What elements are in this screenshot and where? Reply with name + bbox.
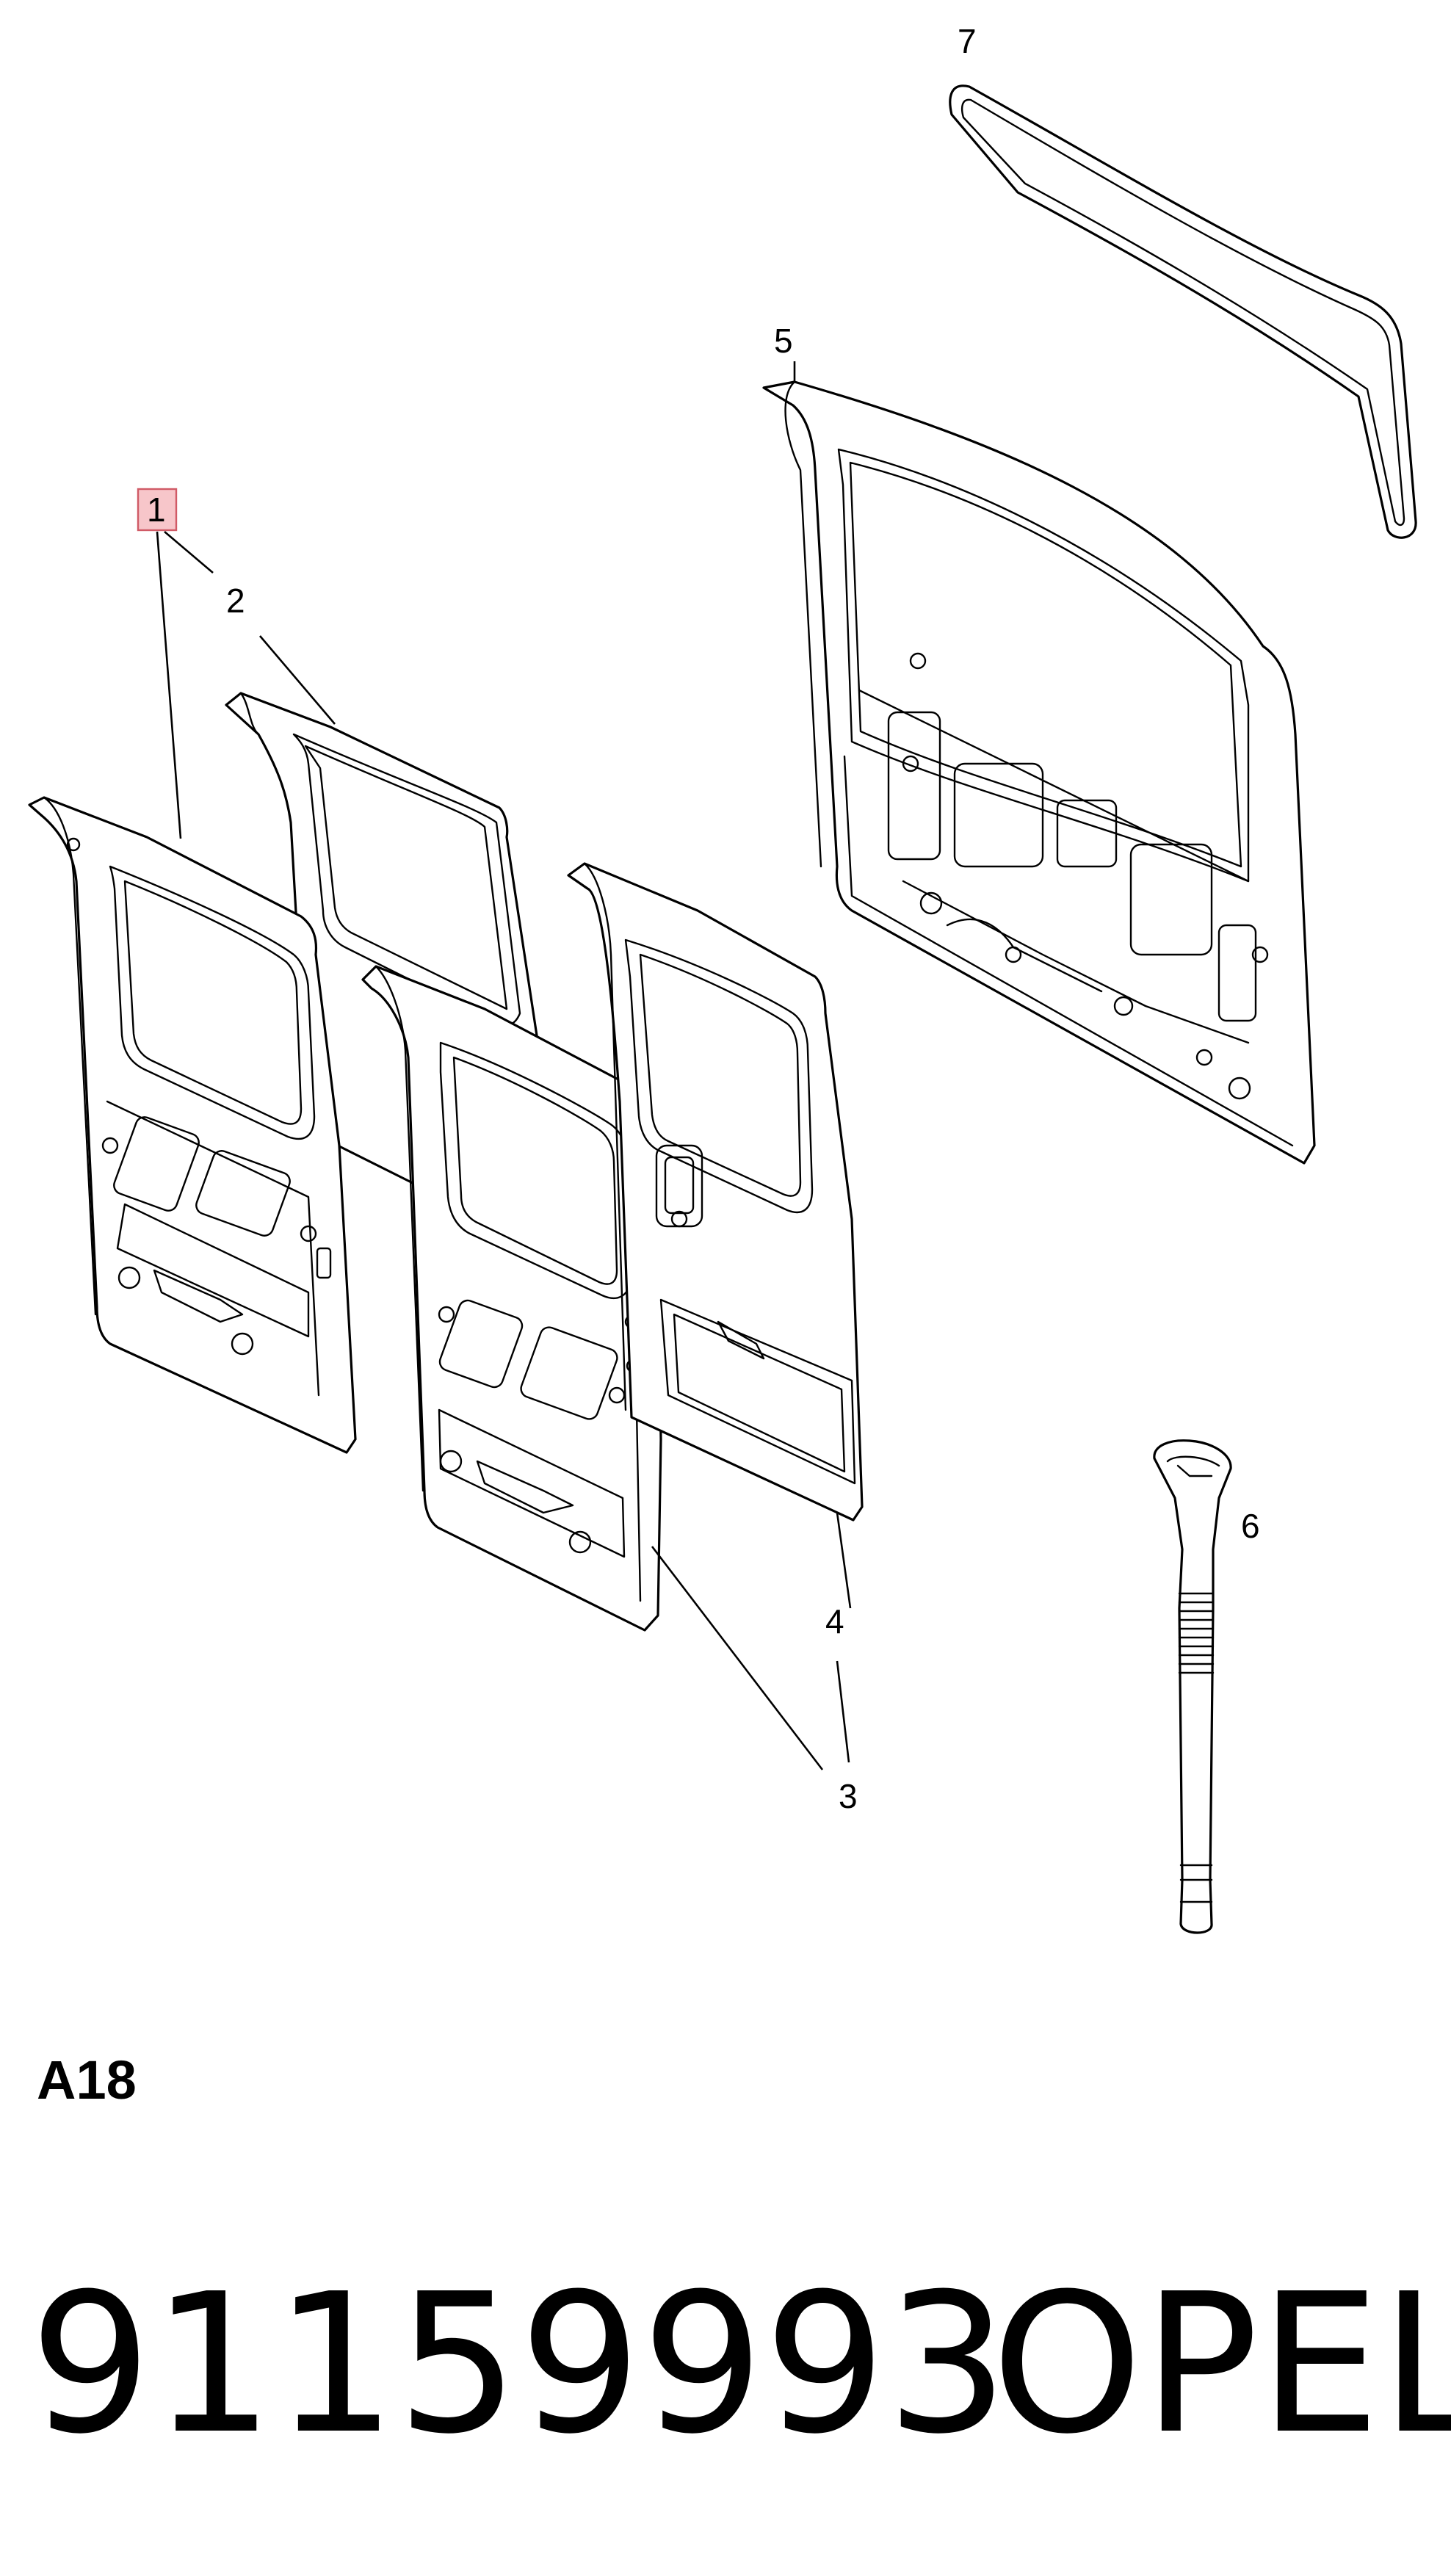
part-1-door-panel (28, 796, 357, 1454)
callout-labels: 1 2 3 4 5 6 7 (137, 22, 1260, 1815)
callout-1: 1 (147, 491, 166, 529)
part-number: 91159993 (29, 2252, 1009, 2476)
leader-lines (156, 361, 852, 1770)
part-7-window-seal (949, 84, 1417, 539)
callout-6: 6 (1241, 1507, 1260, 1545)
brand-name: OPEL (991, 2252, 1451, 2476)
part-6-strut (1153, 1439, 1232, 1934)
part-5-tailgate (762, 380, 1316, 1165)
footer: 91159993 OPEL (29, 2252, 1451, 2476)
exploded-parts-diagram: 1 2 3 4 5 6 7 (28, 22, 1417, 1934)
part-4-door-skin (567, 862, 864, 1522)
section-code: A18 (37, 2049, 137, 2110)
callout-7: 7 (958, 22, 977, 60)
callout-5: 5 (774, 322, 793, 360)
callout-2: 2 (226, 582, 245, 620)
callout-3: 3 (839, 1777, 858, 1815)
callout-4: 4 (825, 1602, 844, 1640)
callout-1-highlight (137, 488, 178, 532)
